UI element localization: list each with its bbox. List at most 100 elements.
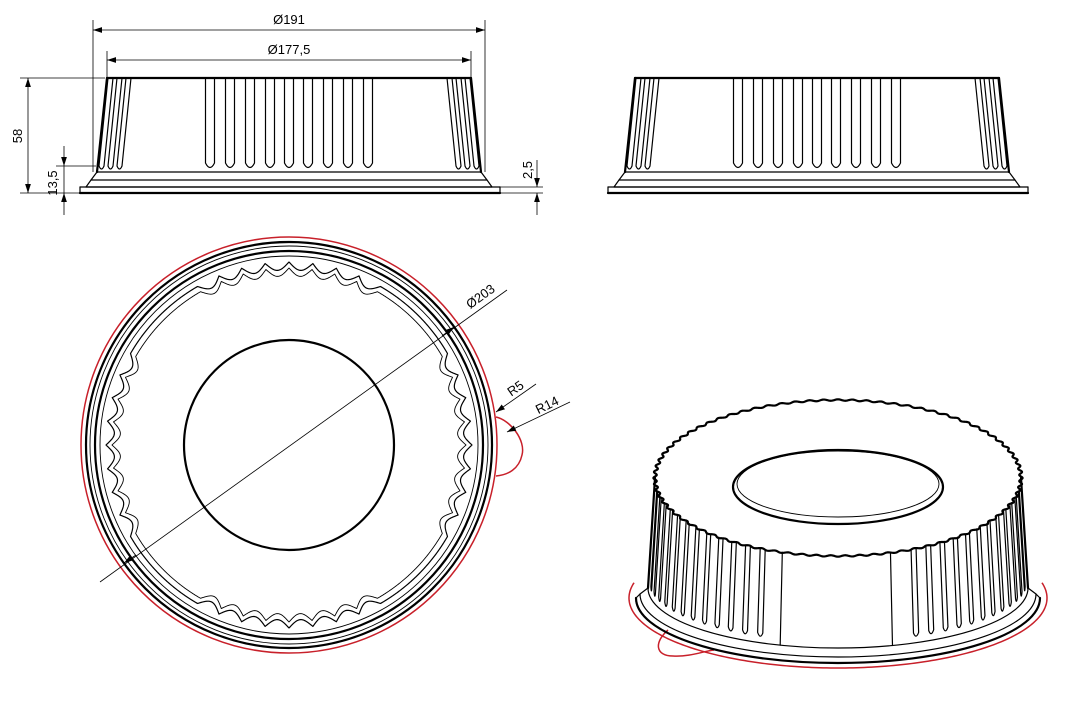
flute-rib xyxy=(952,536,962,629)
flange-edge xyxy=(639,593,1037,658)
flute-rib xyxy=(727,540,737,632)
dimension-radius-small: R5 xyxy=(495,377,537,413)
flute-rib xyxy=(714,536,724,629)
isometric-view xyxy=(628,398,1048,669)
dimension-outer-diameter: Ø191 xyxy=(92,12,486,172)
flute-rib xyxy=(1009,501,1019,602)
side-flute xyxy=(983,77,999,170)
dimension-top-diameter: Ø177,5 xyxy=(106,42,472,78)
radius-outline-red xyxy=(657,629,715,657)
base-step xyxy=(85,179,493,188)
center-opening-ellipse xyxy=(731,448,945,526)
side-flute xyxy=(98,77,114,170)
label-height: 58 xyxy=(10,129,25,143)
base-step xyxy=(90,171,488,181)
left-wall-line xyxy=(623,76,637,174)
panel-edge-line xyxy=(779,551,783,646)
side-flute xyxy=(116,77,132,170)
right-wall-line xyxy=(997,76,1011,174)
flute-rib xyxy=(792,77,804,169)
side-flute xyxy=(626,77,642,170)
flute-rib xyxy=(650,488,659,592)
side-flute xyxy=(992,77,1008,170)
dimension-flange-diameter: Ø203 xyxy=(99,281,508,583)
flute-rib xyxy=(204,77,216,169)
left-wall-line xyxy=(95,76,109,174)
base-step xyxy=(618,171,1016,181)
flute-rib xyxy=(890,77,902,169)
side-flute xyxy=(455,77,471,170)
flute-rib xyxy=(976,526,986,621)
panel-edge-line xyxy=(889,552,894,647)
leader-line xyxy=(495,383,537,413)
front-view-right xyxy=(606,76,1030,195)
dimension-base-height: 13,5 xyxy=(45,146,96,215)
flute-rib xyxy=(342,77,354,169)
label-flange-thickness: 2,5 xyxy=(520,161,535,179)
left-wall-line xyxy=(646,476,657,590)
fluted-ring xyxy=(105,261,473,629)
flute-rib xyxy=(664,508,674,607)
base-outline-red xyxy=(628,582,1048,669)
flange-ends xyxy=(79,186,501,194)
outline-red xyxy=(80,236,498,654)
flute-rib xyxy=(671,514,681,612)
flute-rib xyxy=(264,77,276,169)
dimension-radius-large: R14 xyxy=(506,393,571,433)
flute-rib xyxy=(870,77,882,169)
label-base-height: 13,5 xyxy=(45,170,60,195)
label-outer-diameter: Ø191 xyxy=(273,12,305,27)
flute-rib xyxy=(1017,488,1026,592)
flute-rib xyxy=(658,502,667,602)
flute-rib xyxy=(732,77,744,169)
dimension-arrow xyxy=(123,554,137,564)
flute-rib xyxy=(1014,495,1023,597)
base-step xyxy=(613,179,1021,188)
top-view: Ø203 R5 R14 xyxy=(80,236,571,654)
flute-rib xyxy=(925,544,935,635)
leader-line xyxy=(506,401,571,433)
flange-ends xyxy=(607,186,1029,194)
flute-rib xyxy=(772,77,784,169)
label-flange-diameter: Ø203 xyxy=(463,281,498,312)
body-bottom-edge xyxy=(647,587,1029,649)
dimension-arrow xyxy=(441,326,455,337)
flange-outer-circle xyxy=(84,240,494,650)
flute-rib xyxy=(322,77,334,169)
dimension-line xyxy=(99,289,508,583)
flute-rib xyxy=(680,520,690,617)
side-flute xyxy=(446,77,462,170)
flute-rib xyxy=(244,77,256,169)
flute-rib xyxy=(701,531,712,625)
front-view-body xyxy=(78,76,502,195)
rim-circle xyxy=(93,249,485,641)
flute-rib xyxy=(811,77,823,169)
side-flute xyxy=(644,77,660,170)
flute-rib xyxy=(850,77,862,169)
flute-rib xyxy=(757,548,766,637)
fluted-ring-inner xyxy=(111,267,467,623)
right-wall-line xyxy=(1019,476,1030,590)
flute-rib xyxy=(362,77,374,169)
front-view-left: Ø191 Ø177,5 58 13,5 2,5 xyxy=(10,12,543,215)
right-wall-line xyxy=(469,76,483,174)
top-rim-edge xyxy=(652,398,1024,558)
flute-rib xyxy=(995,514,1005,612)
flute-rib xyxy=(690,526,701,621)
dimension-flange-thickness: 2,5 xyxy=(500,160,543,215)
side-flute xyxy=(107,77,123,170)
flute-rib xyxy=(224,77,236,169)
flange-edge xyxy=(634,596,1042,665)
label-top-diameter: Ø177,5 xyxy=(268,42,311,57)
center-opening-inner-ellipse xyxy=(736,450,940,518)
flute-rib xyxy=(1002,508,1012,607)
flute-rib xyxy=(741,544,751,635)
side-flute xyxy=(974,77,990,170)
rim-inner-circle xyxy=(99,255,479,635)
flute-rib xyxy=(752,77,764,169)
flute-rib xyxy=(939,540,949,632)
radius-outline-red xyxy=(495,416,524,477)
center-opening-circle xyxy=(182,338,396,552)
dimension-height: 58 xyxy=(10,77,105,194)
